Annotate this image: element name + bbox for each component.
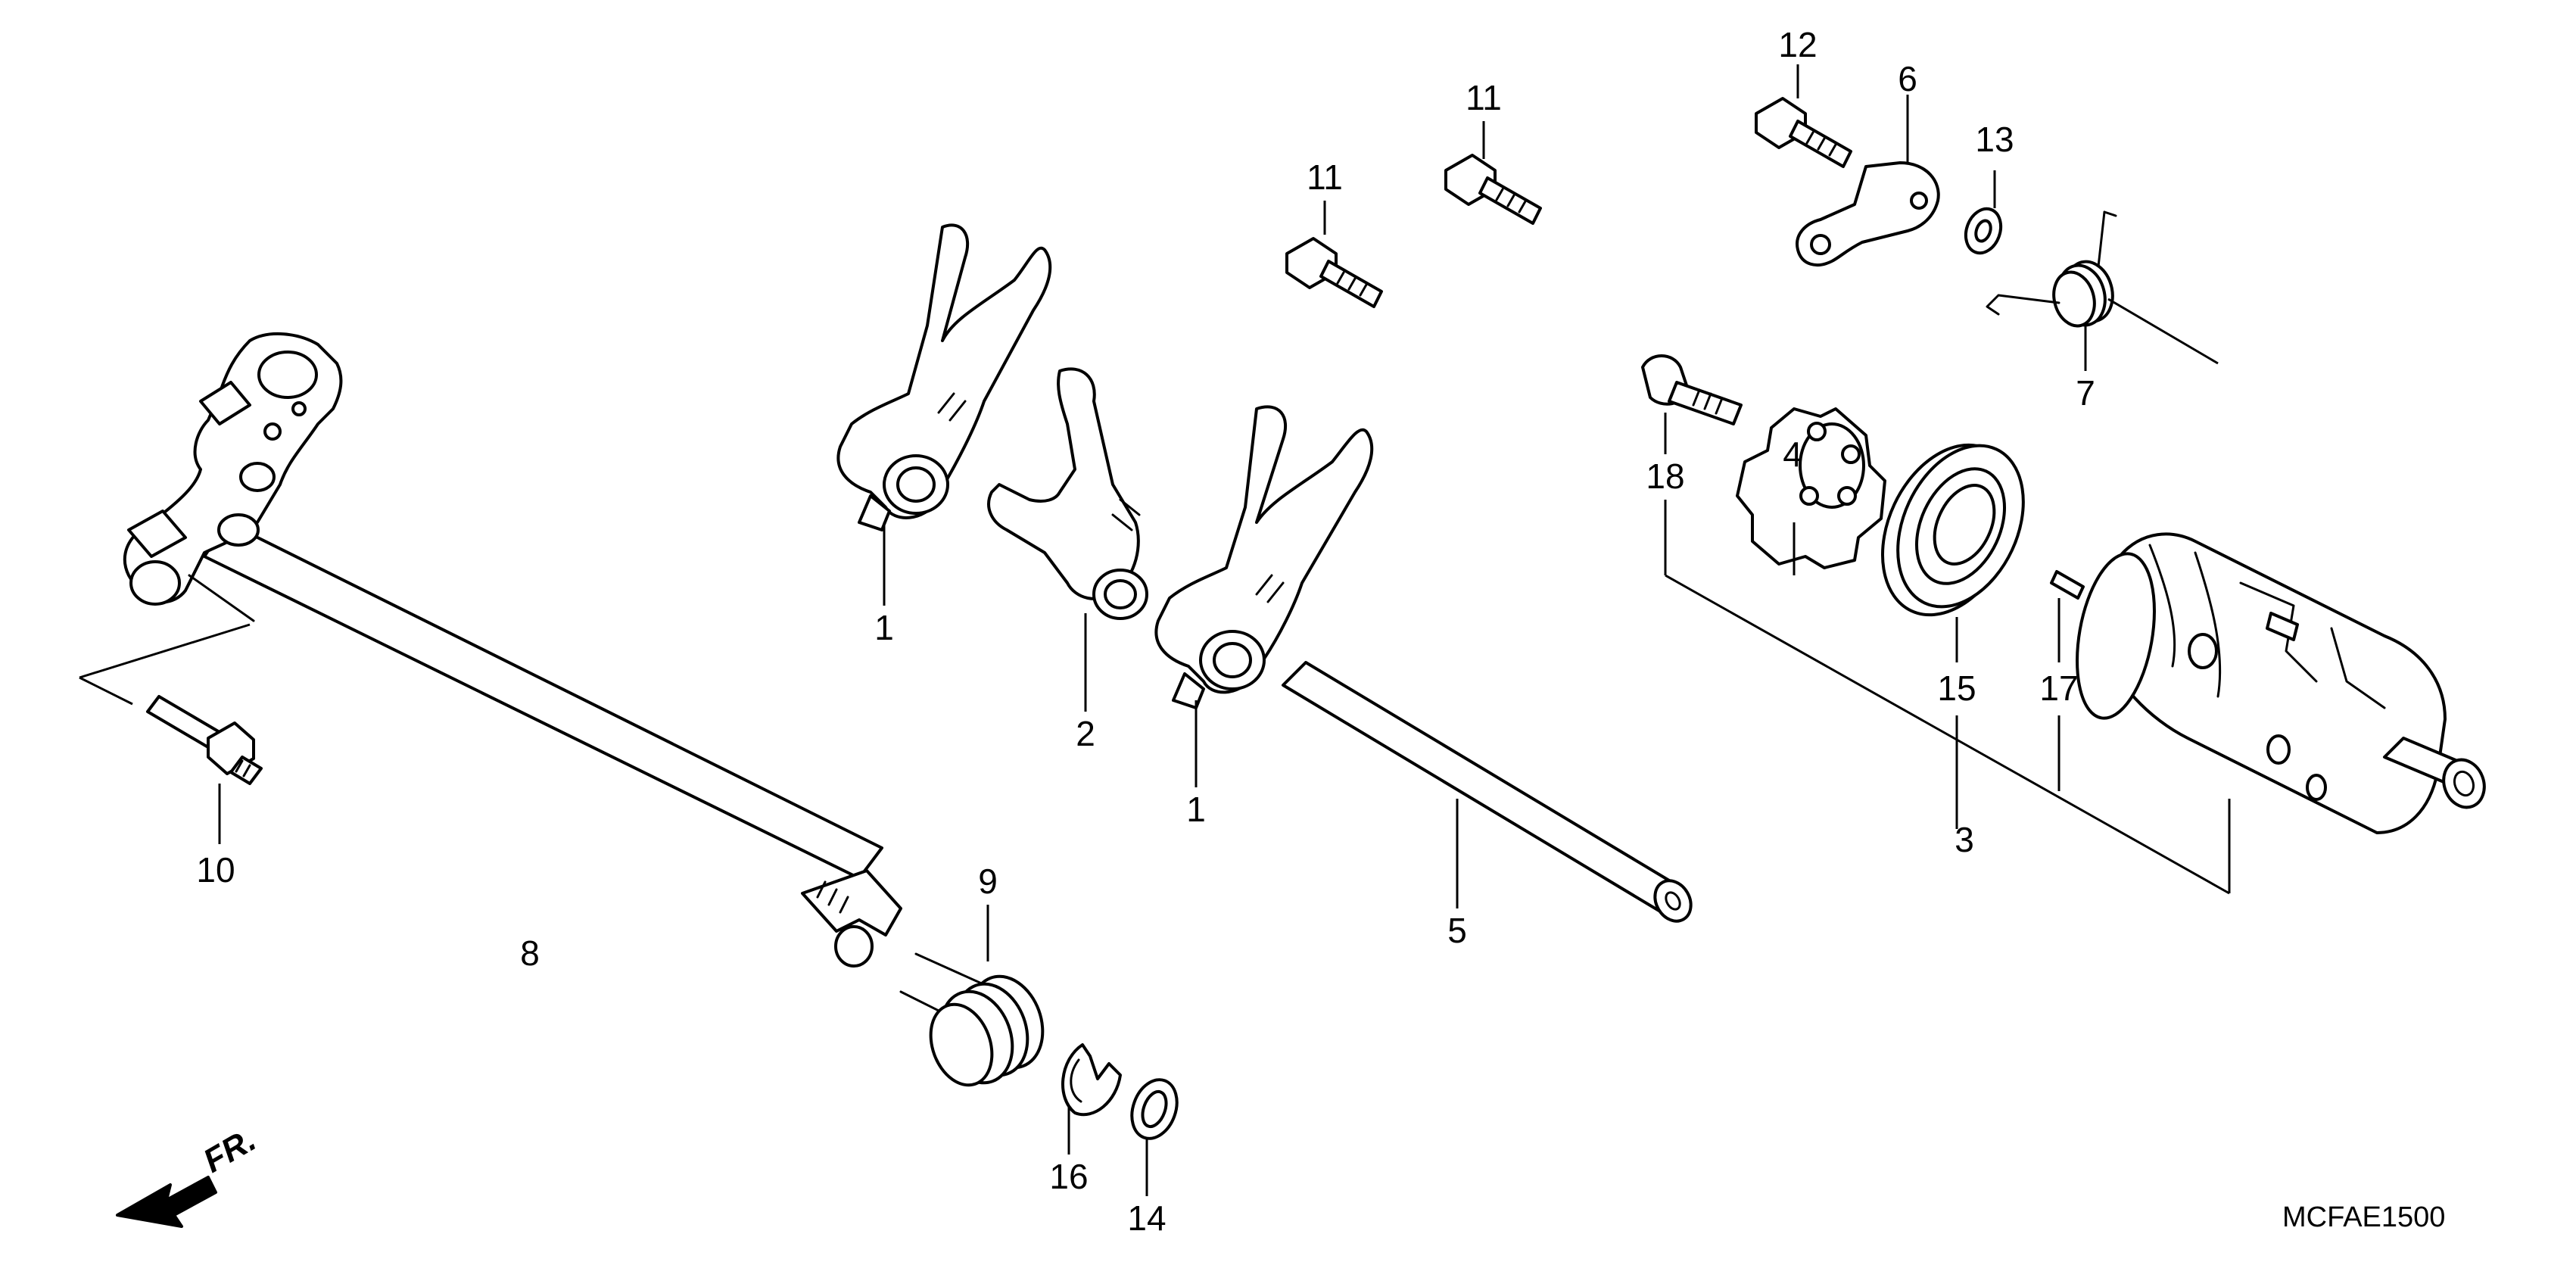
shift-drum-part	[2076, 532, 2486, 834]
dowel-pin-part	[2050, 570, 2085, 600]
bolt-12-part	[1755, 97, 1852, 168]
callout-10: 10	[196, 850, 235, 890]
callout-2: 2	[1076, 714, 1095, 753]
front-direction-icon	[116, 1176, 217, 1228]
callout-1-right: 1	[1186, 790, 1206, 829]
flange-bolt-10-part	[146, 695, 263, 785]
callout-5: 5	[1447, 911, 1467, 950]
callout-15: 15	[1937, 668, 1976, 708]
shift-fork-right-part	[1154, 405, 1374, 709]
shift-fork-left-part	[836, 223, 1052, 531]
callout-11-right: 11	[1466, 78, 1502, 117]
stopper-spring-part	[1986, 210, 2219, 365]
front-direction-label: FR.	[198, 1121, 263, 1180]
bolt-11-right-part	[1444, 154, 1542, 225]
callout-6: 6	[1898, 59, 1917, 98]
circlip-part	[1061, 1043, 1122, 1117]
callout-14: 14	[1127, 1198, 1166, 1238]
callout-16: 16	[1049, 1157, 1088, 1196]
callout-17: 17	[2039, 668, 2078, 708]
callout-13: 13	[1975, 120, 2014, 159]
shift-fork-shaft-part	[1282, 661, 1693, 923]
return-spring-part	[899, 952, 1045, 1087]
callout-1-left: 1	[874, 608, 894, 647]
shift-fork-center-part	[987, 367, 1148, 620]
diagram-code: MCFAE1500	[2282, 1201, 2445, 1233]
callout-8: 8	[520, 933, 540, 973]
washer-14-part	[1130, 1078, 1179, 1140]
washer-13-part	[1964, 207, 2003, 255]
shift-drum-center-part	[1736, 407, 1886, 569]
callout-18: 18	[1646, 457, 1684, 496]
callout-3: 3	[1955, 820, 1974, 859]
callout-9: 9	[978, 862, 998, 901]
bolt-18-part	[1641, 354, 1743, 425]
stopper-arm-part	[1796, 161, 1940, 266]
callout-12: 12	[1778, 25, 1817, 64]
callout-11-left: 11	[1307, 157, 1343, 197]
callout-7: 7	[2076, 373, 2095, 413]
gearshift-spindle-part	[123, 332, 902, 968]
bearing-part	[1881, 443, 2025, 617]
bolt-11-left-part	[1285, 237, 1383, 308]
